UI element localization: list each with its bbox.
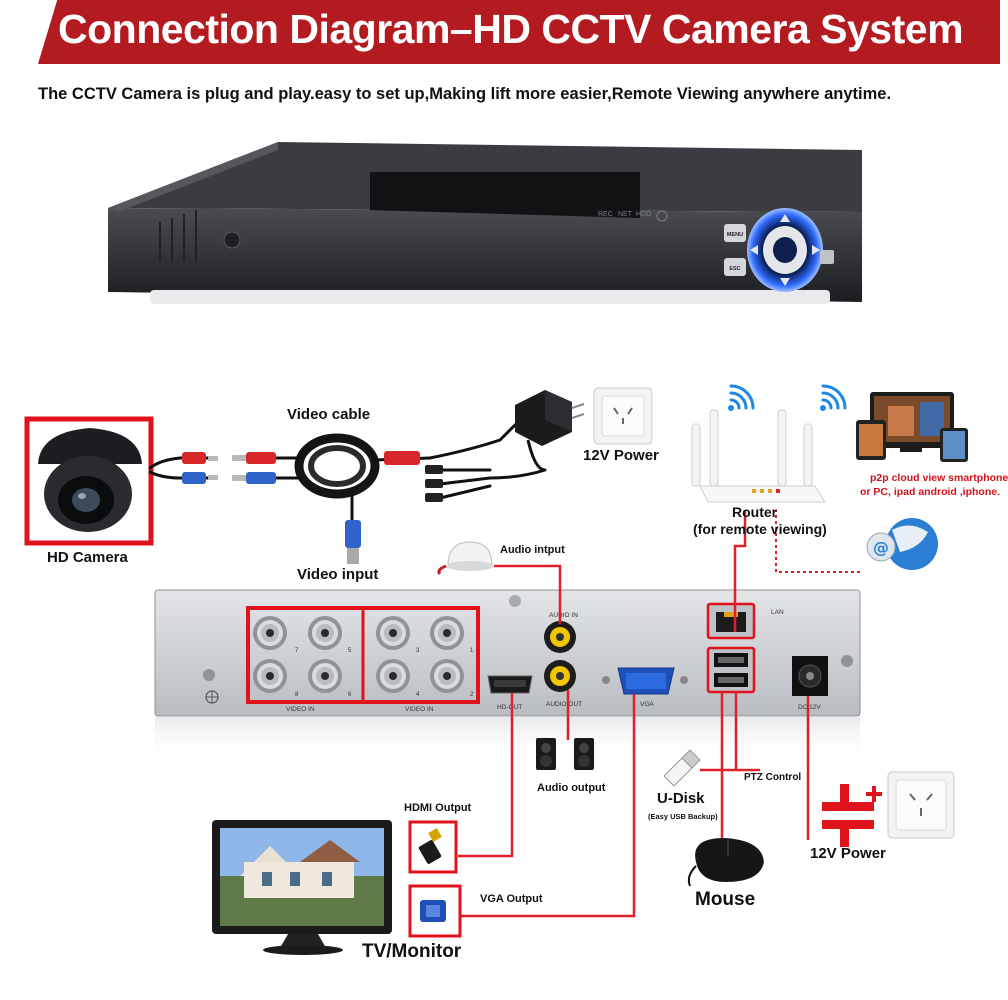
p2p-label-line1: p2p cloud view smartphone <box>870 472 1008 484</box>
mouse-icon <box>687 838 764 887</box>
hd-camera <box>24 416 154 546</box>
internet-globe-icon: @ <box>866 518 938 570</box>
front-indicator-rec: REC <box>598 211 613 218</box>
video-cable-label: Video cable <box>287 406 371 423</box>
front-button-menu: MENU <box>727 232 743 238</box>
bnc-number: 8 <box>295 692 299 698</box>
devices-image <box>856 392 968 462</box>
title-banner <box>38 0 1000 64</box>
router <box>691 409 826 503</box>
bnc-number: 1 <box>470 648 474 654</box>
bnc-number: 4 <box>416 692 420 698</box>
wall-socket-bottom <box>887 771 955 839</box>
bnc-connector <box>430 616 464 650</box>
microphone-icon <box>437 541 494 576</box>
bnc-number: 5 <box>348 648 352 654</box>
router-label: Router <box>732 504 778 520</box>
bnc-connector <box>253 659 287 693</box>
port-label: VIDEO IN <box>286 706 315 713</box>
hd-camera-label: HD Camera <box>47 549 128 566</box>
wifi-icon-left <box>728 384 755 411</box>
bnc-numbers: 7 5 8 6 3 1 4 2 <box>295 648 474 698</box>
udisk-sublabel: (Easy USB Backup) <box>648 812 718 821</box>
hdmi-cable-icon <box>408 820 458 874</box>
port-label: AUDIO IN <box>549 612 578 619</box>
power-adapter <box>515 390 585 472</box>
bnc-number: 6 <box>348 692 352 698</box>
tv-monitor <box>212 820 392 955</box>
front-indicator-hdd: HDD <box>636 211 651 218</box>
hdmi-port <box>487 675 533 694</box>
usb-ports <box>706 646 756 694</box>
tv-monitor-label: TV/Monitor <box>362 941 462 962</box>
bnc-number: 3 <box>416 648 420 654</box>
usb-disk-icon <box>663 749 701 787</box>
port-label: VGA <box>640 701 654 708</box>
router-sublabel: (for remote viewing) <box>693 521 827 537</box>
p2p-label-line2: or PC, ipad android ,iphone. <box>860 486 1001 498</box>
port-label: AUDIO OUT <box>546 701 582 708</box>
lan-port <box>706 602 756 640</box>
audio-output-label: Audio output <box>537 782 606 794</box>
connection-lines <box>458 510 810 918</box>
wifi-icon-right <box>820 384 847 411</box>
audio-out-jack <box>544 660 576 692</box>
bnc-connector <box>253 616 287 650</box>
bnc-connector <box>308 659 342 693</box>
bnc-connector <box>376 659 410 693</box>
bnc-connectors <box>253 616 464 693</box>
front-indicator-net: NET <box>618 211 633 218</box>
front-button-esc: ESC <box>729 266 740 272</box>
power-bottom-label: 12V Power <box>810 845 886 862</box>
port-labels: VIDEO IN VIDEO IN AUDIO IN AUDIO OUT HD-OUT V… <box>286 609 821 713</box>
page-title: Connection Diagram–HD CCTV Camera System <box>58 6 964 52</box>
port-label: VIDEO IN <box>405 706 434 713</box>
audio-input-label: Audio intput <box>500 544 565 556</box>
front-indicators: REC NET HDD <box>598 211 651 218</box>
bnc-connector <box>376 616 410 650</box>
port-label: DC 12V <box>798 704 821 711</box>
power-top-label: 12V Power <box>583 447 659 464</box>
bnc-number: 7 <box>295 648 299 654</box>
bnc-number: 2 <box>470 692 474 698</box>
port-label: LAN <box>771 609 784 616</box>
bnc-connector <box>430 659 464 693</box>
dc-power-port <box>792 656 828 696</box>
svg-text:@: @ <box>873 538 889 557</box>
hdmi-output-label: HDMI Output <box>404 802 472 814</box>
port-label: HD-OUT <box>497 704 522 711</box>
bnc-connector <box>308 616 342 650</box>
vga-cable-icon <box>408 884 462 938</box>
power-polarity-icon <box>822 784 882 847</box>
mouse-label: Mouse <box>695 889 756 910</box>
vga-port <box>602 667 688 695</box>
speakers-icon <box>536 738 594 770</box>
wall-socket-top <box>593 387 653 445</box>
ptz-control-label: PTZ Control <box>744 772 802 783</box>
dvr-front-unit: REC NET HDD MENU ESC <box>108 142 862 304</box>
audio-in-jack <box>544 621 576 653</box>
video-cable-assembly <box>148 418 547 522</box>
cable-connectors <box>182 451 443 564</box>
page-subtitle: The CCTV Camera is plug and play.easy to… <box>38 85 892 103</box>
video-input-label: Video input <box>297 566 379 583</box>
vga-output-label: VGA Output <box>480 893 543 905</box>
udisk-label: U-Disk <box>657 790 705 807</box>
